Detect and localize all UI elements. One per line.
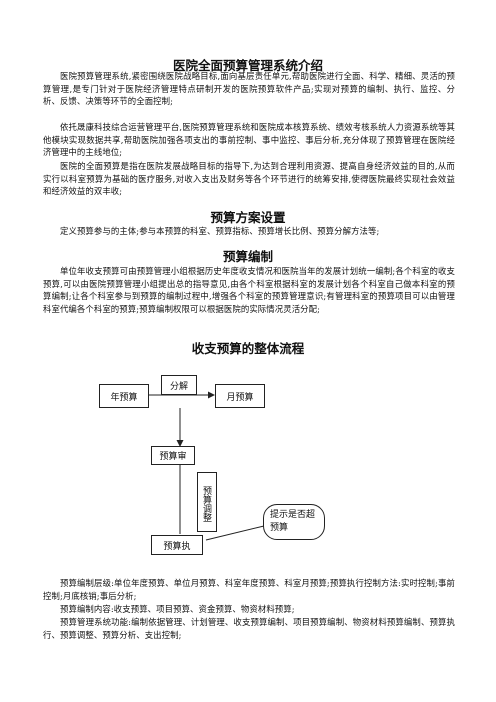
section-heading-flow: 收支预算的整体流程 — [191, 341, 305, 356]
bottom-paragraph-1: 预算编制层级:单位年度预算、单位月预算、科室年度预算、科室月预算;预算执行控制方… — [43, 578, 455, 601]
section-heading-compile: 预算编制 — [222, 249, 273, 264]
over-budget-callout: 提示是否超预算 — [263, 504, 325, 540]
setup-paragraph: 定义预算参与的主体;参与本预算的科室、预算指标、预算增长比例、预算分解方法等; — [60, 226, 380, 236]
annual-budget-box: 年预算 — [99, 384, 149, 408]
callout-pointer — [205, 525, 265, 541]
intro-paragraph-2: 依托晟康科技综合运营管理平台,医院预算管理系统和医院成本核算系统、绩效考核系统人… — [43, 122, 455, 158]
bottom-paragraph-2: 预算编制内容:收支预算、项目预算、资金预算、物资材料预算; — [60, 604, 295, 614]
budget-adjust-box: 预算调整 — [197, 472, 217, 532]
budget-review-box: 预算审 — [151, 446, 195, 465]
section-heading-setup: 预算方案设置 — [210, 210, 286, 225]
bottom-paragraph-3: 预算管理系统功能:编制依据管理、计划管理、收支预算编制、项目预算编制、物资材料预… — [43, 617, 455, 640]
budget-execute-box: 预算执 — [151, 535, 203, 555]
compile-paragraph: 单位年收支预算可由预算管理小组根据历史年度收支情况和医院当年的发展计划统一编制;… — [43, 266, 455, 314]
decompose-box: 分解 — [161, 375, 197, 395]
intro-paragraph-1: 医院预算管理系统,紧密围绕医院战略目标,面向基层责任单元,帮助医院进行全面、科学… — [43, 71, 455, 107]
intro-paragraph-3: 医院的全面预算是指在医院发展战略目标的指导下,为达到合理利用资源、提高自身经济效… — [43, 161, 455, 197]
document-title: 医院全面预算管理系统介绍 — [172, 58, 323, 73]
monthly-budget-box: 月预算 — [215, 384, 265, 408]
